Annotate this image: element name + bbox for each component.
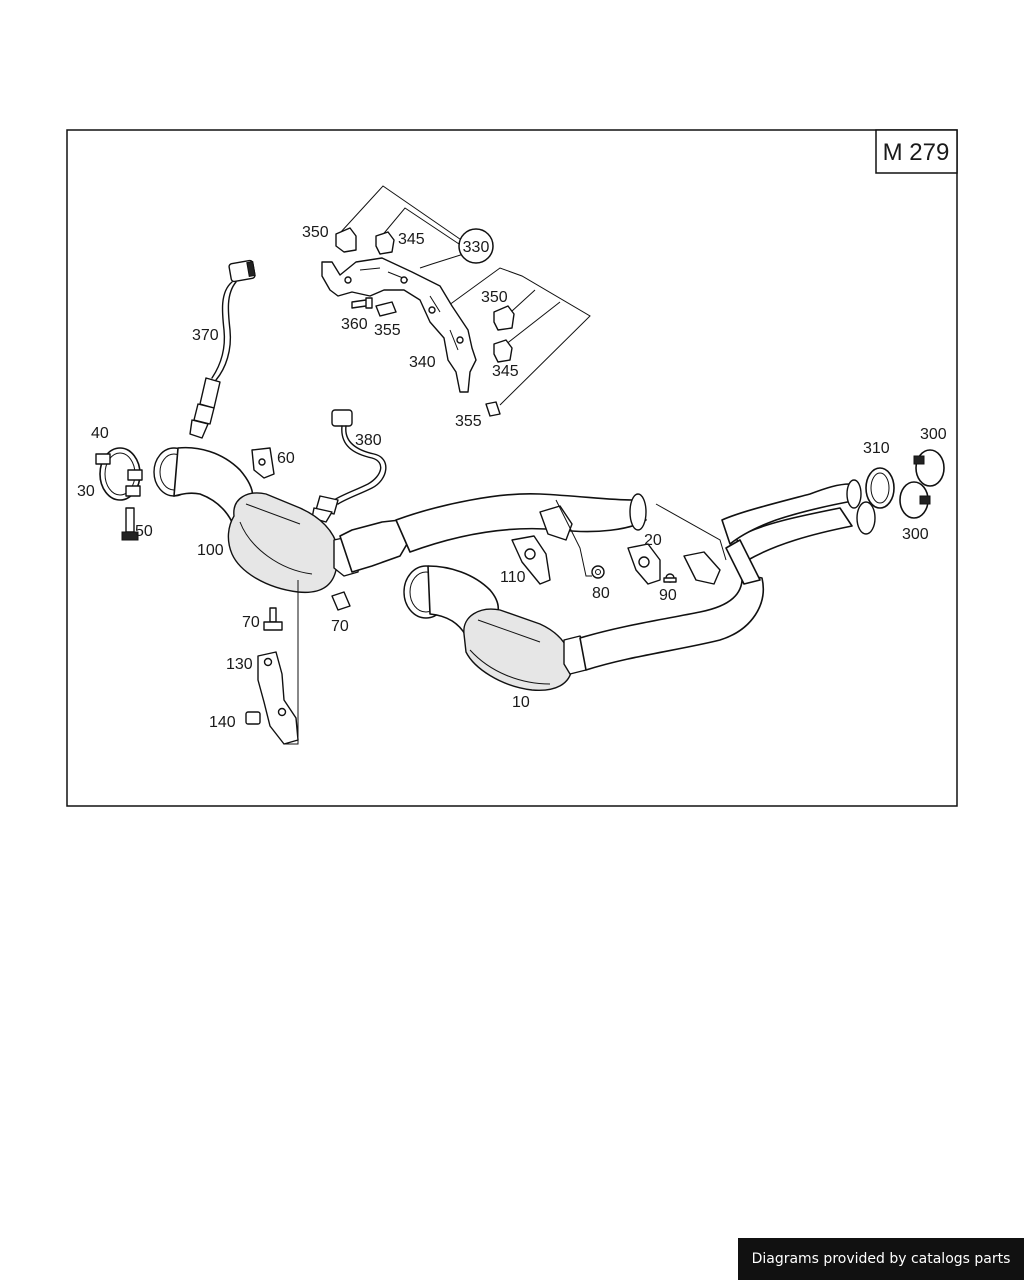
label-50: 50	[135, 523, 153, 540]
bracket-130	[257, 580, 299, 745]
catalytic-converter-100	[153, 446, 361, 594]
hanger-110	[511, 499, 592, 585]
footer-credit-badge: Diagrams provided by catalogs parts	[738, 1238, 1024, 1280]
catalytic-converter-10	[403, 565, 764, 691]
label-100: 100	[197, 542, 224, 559]
label-10: 10	[512, 694, 530, 711]
part-labels: 10 20 30 40 50 60 70 70 80 90 100 110 13…	[77, 224, 947, 731]
stud-70-left	[263, 607, 283, 631]
label-70-left: 70	[242, 614, 260, 631]
group-circle-330	[458, 228, 494, 264]
oxygen-sensor-370	[189, 259, 256, 439]
label-380: 380	[355, 432, 382, 449]
hanger-20	[627, 543, 661, 585]
clamp-30-40	[95, 447, 143, 501]
label-355-right: 355	[455, 413, 482, 430]
clamp-300-top	[915, 449, 945, 487]
label-140: 140	[209, 714, 236, 731]
clip-350-top	[335, 227, 357, 253]
label-350-right: 350	[481, 289, 508, 306]
bolt-360	[351, 297, 373, 309]
diagram-code: M 279	[883, 139, 950, 166]
label-110: 110	[500, 569, 526, 586]
label-130: 130	[226, 656, 253, 673]
label-340: 340	[409, 354, 436, 371]
label-350-top: 350	[302, 224, 329, 241]
nut-140	[245, 711, 261, 725]
bracket-340	[321, 257, 477, 393]
hanger-right	[655, 503, 727, 585]
clip-345-right	[493, 339, 513, 363]
bracket-group-330	[321, 185, 591, 417]
label-20: 20	[644, 532, 662, 549]
label-300-top: 300	[920, 426, 947, 443]
clip-355-right	[485, 401, 501, 417]
label-370: 370	[192, 327, 219, 344]
clamp-310	[865, 467, 895, 509]
label-60: 60	[277, 450, 295, 467]
diagram-code-box	[875, 129, 958, 174]
label-80: 80	[592, 585, 610, 602]
label-330: 330	[463, 239, 490, 256]
label-90: 90	[659, 587, 677, 604]
label-30: 30	[77, 483, 95, 500]
clip-350-right	[493, 305, 515, 331]
label-310: 310	[863, 440, 890, 457]
clip-355-top	[375, 301, 397, 317]
label-300-bottom: 300	[902, 526, 929, 543]
label-345-right: 345	[492, 363, 519, 380]
bolt-90	[663, 573, 677, 583]
bolt-50	[121, 507, 139, 541]
label-345-top: 345	[398, 231, 425, 248]
label-360: 360	[341, 316, 368, 333]
label-355-top: 355	[374, 322, 401, 339]
label-40: 40	[91, 425, 109, 442]
stud-70-right	[331, 591, 351, 611]
oxygen-sensor-380	[311, 409, 387, 523]
rear-pipes	[721, 449, 945, 585]
nut-80	[591, 565, 605, 579]
label-70-right: 70	[331, 618, 349, 635]
leader-lines-330	[339, 185, 591, 406]
clip-345-top	[375, 231, 395, 255]
front-pipe-left	[339, 492, 647, 573]
